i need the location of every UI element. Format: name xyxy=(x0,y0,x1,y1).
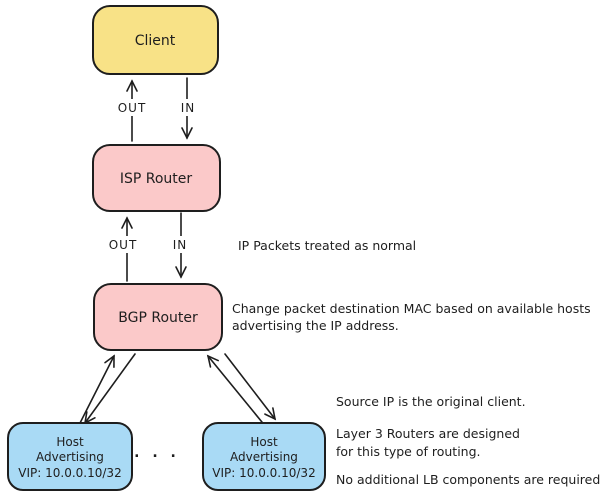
node-host-left: Host Advertising VIP: 10.0.0.10/32 xyxy=(7,422,133,491)
bgp-router-box xyxy=(93,283,223,351)
node-client: Client xyxy=(92,5,219,75)
edge-bgp-to-hostright-arrow xyxy=(224,353,277,421)
bgp-router-label: BGP Router xyxy=(118,310,198,326)
annotations: IP Packets treated as normal Change pack… xyxy=(232,238,600,487)
client-in-label-bg xyxy=(175,99,201,116)
edge-hostright-to-bgp-arrow xyxy=(206,354,267,428)
annotation-no-lb: No additional LB components are required… xyxy=(336,472,600,487)
annotation-mac-change-line1: Change packet destination MAC based on a… xyxy=(232,301,591,316)
isp-in-label: IN xyxy=(173,238,188,252)
isp-router-box xyxy=(92,144,221,212)
client-label: Client xyxy=(135,33,176,49)
isp-in-label-bg xyxy=(167,236,193,253)
annotation-source-ip: Source IP is the original client. xyxy=(336,394,526,409)
edge-labels: OUT IN OUT IN xyxy=(103,99,201,253)
annotation-ip-packets: IP Packets treated as normal xyxy=(238,238,416,253)
isp-out-label-bg xyxy=(103,236,143,253)
client-box xyxy=(92,5,219,75)
host-left-box xyxy=(7,422,133,491)
host-right-line1: Host xyxy=(250,435,278,449)
annotation-layer3-line2: for this type of routing. xyxy=(336,444,481,459)
annotation-mac-change-line2: advertising the IP address. xyxy=(232,318,399,333)
host-left-line1: Host xyxy=(56,435,84,449)
client-out-label: OUT xyxy=(118,101,147,115)
client-in-label: IN xyxy=(181,101,196,115)
node-host-right: Host Advertising VIP: 10.0.0.10/32 xyxy=(202,422,326,491)
client-out-label-bg xyxy=(112,99,152,116)
isp-router-label: ISP Router xyxy=(120,171,193,187)
host-right-line2: Advertising xyxy=(230,450,298,464)
host-right-line3: VIP: 10.0.0.10/32 xyxy=(212,466,315,480)
isp-out-label: OUT xyxy=(109,238,138,252)
host-left-line3: VIP: 10.0.0.10/32 xyxy=(18,466,121,480)
hosts-ellipsis: . . . xyxy=(134,445,180,461)
node-isp-router: ISP Router xyxy=(92,144,221,212)
annotation-layer3-line1: Layer 3 Routers are designed xyxy=(336,426,520,441)
edges xyxy=(77,77,277,428)
host-left-line2: Advertising xyxy=(36,450,104,464)
node-bgp-router: BGP Router xyxy=(93,283,223,351)
host-right-box xyxy=(202,422,326,491)
edge-bgp-to-hostleft-arrow xyxy=(83,353,136,425)
